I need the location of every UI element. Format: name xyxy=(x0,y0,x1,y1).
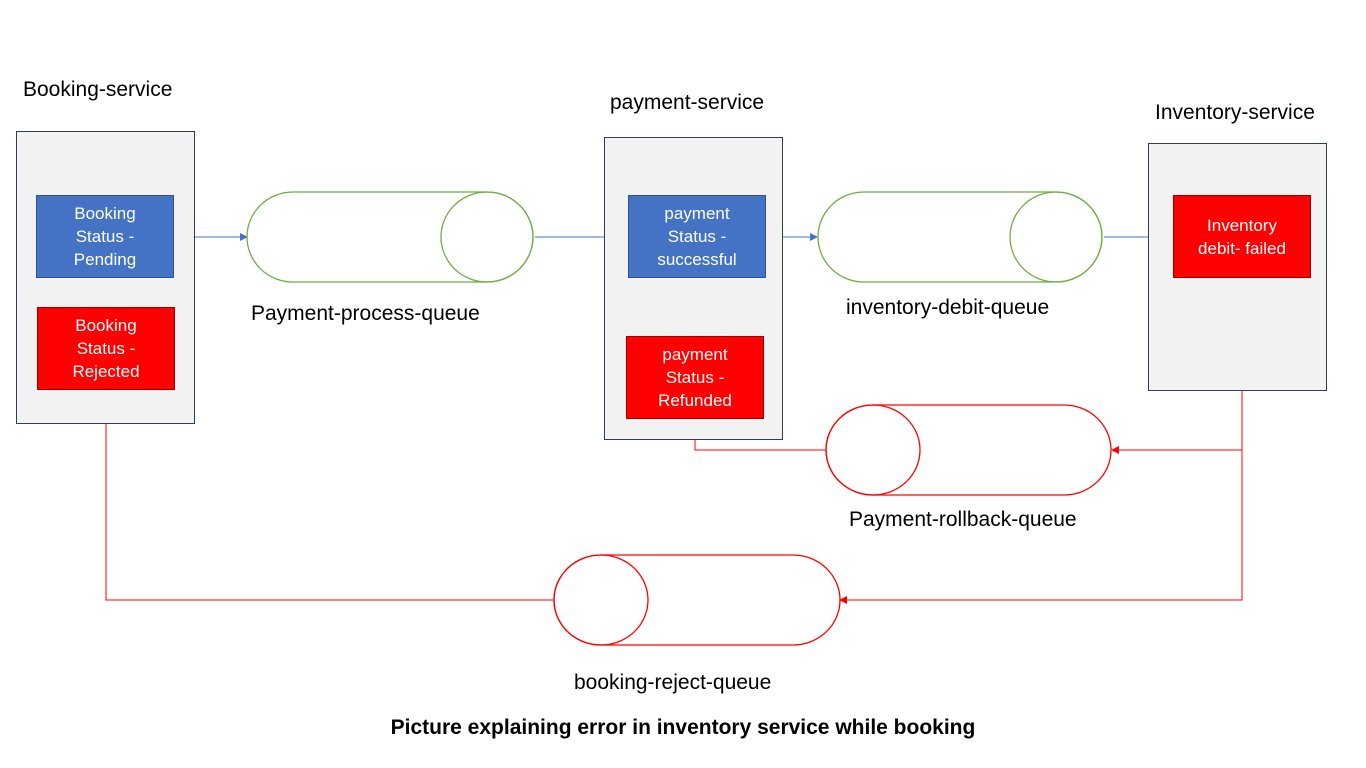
arrow-reject-queue-to-rejected xyxy=(102,389,554,601)
payment-successful-line-1: payment xyxy=(664,204,730,223)
inventory-failed-line-1: Inventory xyxy=(1207,216,1277,235)
booking-pending-line-1: Booking xyxy=(74,204,136,223)
inventory-debit-queue-label: inventory-debit-queue xyxy=(846,296,1050,319)
payment-status-refunded: payment Status - Refunded xyxy=(626,336,764,419)
payment-process-queue-cylinder xyxy=(246,191,534,283)
booking-pending-line-2: Status - xyxy=(75,227,135,246)
booking-rejected-line-1: Booking xyxy=(75,316,137,335)
booking-reject-queue-cylinder xyxy=(553,554,841,646)
arrow-inventory-to-reject-queue xyxy=(839,450,1243,604)
payment-refunded-line-2: Status - xyxy=(665,368,725,387)
booking-status-rejected: Booking Status - Rejected xyxy=(37,307,175,390)
diagram-caption: Picture explaining error in inventory se… xyxy=(390,716,976,739)
payment-service-title: payment-service xyxy=(610,91,765,114)
payment-successful-line-3: successful xyxy=(657,250,737,269)
inventory-service-title: Inventory-service xyxy=(1155,101,1315,124)
booking-status-pending: Booking Status - Pending xyxy=(36,195,174,278)
booking-service-title: Booking-service xyxy=(23,78,173,101)
payment-process-queue-label: Payment-process-queue xyxy=(251,302,480,325)
inventory-status-failed: Inventory debit- failed xyxy=(1173,195,1311,278)
payment-refunded-line-1: payment xyxy=(662,345,728,364)
inventory-failed-line-2: debit- failed xyxy=(1198,239,1286,258)
booking-rejected-line-3: Rejected xyxy=(72,362,140,381)
booking-pending-line-3: Pending xyxy=(73,250,137,269)
booking-reject-queue-label: booking-reject-queue xyxy=(574,671,772,694)
payment-rollback-queue-cylinder xyxy=(825,404,1112,496)
booking-rejected-line-2: Status - xyxy=(76,339,136,358)
inventory-debit-queue-cylinder xyxy=(817,191,1103,283)
payment-successful-line-2: Status - xyxy=(667,227,727,246)
payment-rollback-queue-label: Payment-rollback-queue xyxy=(849,508,1077,531)
payment-refunded-line-3: Refunded xyxy=(658,391,732,410)
payment-status-successful: payment Status - successful xyxy=(628,195,766,278)
